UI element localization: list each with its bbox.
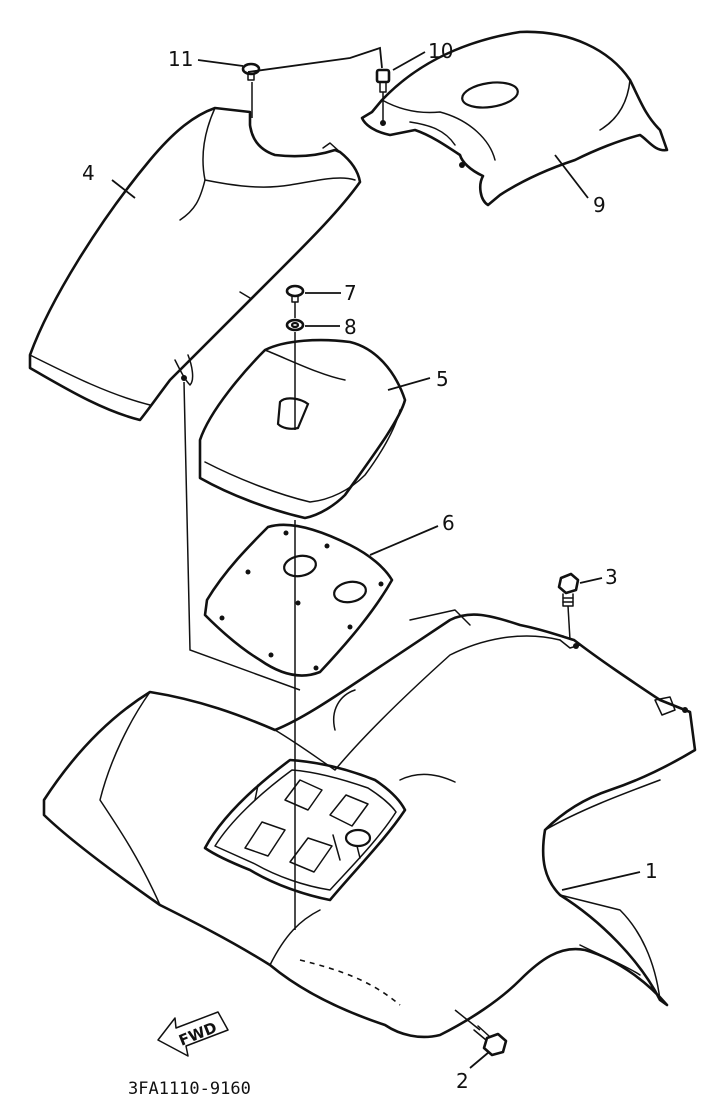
part-10-bolt <box>375 68 391 93</box>
part-2-bolt <box>473 1025 508 1057</box>
part-code: 3FA1110-9160 <box>128 1079 251 1099</box>
callout-8: 8 <box>344 315 357 339</box>
callout-10: 10 <box>428 39 453 63</box>
fwd-label: FWD <box>176 1018 219 1049</box>
part-6-plate <box>203 523 394 677</box>
callout-3: 3 <box>605 565 618 589</box>
fwd-direction-arrow: FWD <box>157 1011 229 1057</box>
part-4-front-fender <box>28 106 362 422</box>
part-3-bolt <box>557 572 580 607</box>
callout-9: 9 <box>593 193 606 217</box>
leader-lines <box>111 46 641 1069</box>
part-9-rear-fender-top <box>360 30 669 207</box>
part-5-cover <box>198 338 407 520</box>
callout-11: 11 <box>168 47 193 71</box>
callout-1: 1 <box>645 859 658 883</box>
part-7-screw <box>285 284 305 303</box>
callout-6: 6 <box>442 511 455 535</box>
part-8-washer <box>285 318 305 332</box>
alignment-lines <box>183 82 571 1031</box>
part-1-rear-fender <box>42 609 697 1039</box>
callout-4: 4 <box>82 161 95 185</box>
callout-7: 7 <box>344 281 357 305</box>
callout-2: 2 <box>456 1069 469 1093</box>
callout-5: 5 <box>436 367 449 391</box>
